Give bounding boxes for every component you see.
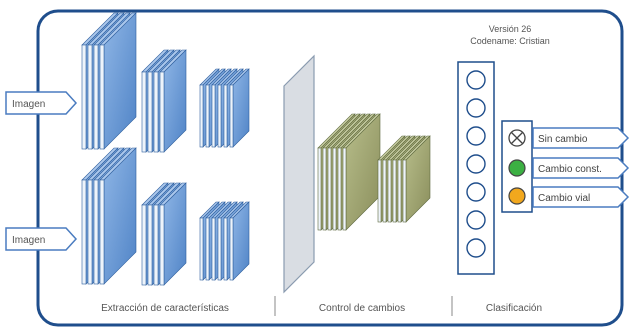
feature-stack-bottom-2-slab-3 <box>159 182 187 286</box>
section-label-extraction: Extracción de características <box>101 303 229 314</box>
change-control-plate <box>283 54 315 294</box>
output-cambio-vial: Cambio vial <box>508 186 630 208</box>
output-label-sin-cambio: Sin cambio <box>538 134 588 145</box>
feature-stack-bottom-1-slab-3 <box>99 147 137 285</box>
output-cambio-const: Cambio const. <box>508 157 630 179</box>
output-sin-cambio: Sin cambio <box>508 127 630 149</box>
change-control-stacks <box>317 113 431 231</box>
feature-stack-top-3-slab-5 <box>229 68 250 148</box>
section-label-classification: Clasificación <box>486 303 542 314</box>
neuron-node <box>466 126 486 146</box>
neuron-node <box>466 70 486 90</box>
neuron-node <box>466 182 486 202</box>
output-label-cambio-const: Cambio const. <box>538 164 602 175</box>
feature-stack-bottom-3-slab-5 <box>229 201 250 281</box>
input-arrow-top: Imagen <box>5 91 78 115</box>
input-label-top: Imagen <box>12 99 45 110</box>
orange-dot-icon <box>508 187 526 205</box>
neuron-node <box>466 154 486 174</box>
feature-stack-top-2-slab-3 <box>159 49 187 153</box>
green-dot-icon <box>508 159 526 177</box>
change-stack-2-slab-5 <box>402 135 431 223</box>
feature-stack-top-1-slab-3 <box>99 12 137 150</box>
version-line-1: Versión 26 <box>489 24 532 34</box>
input-arrow-bottom: Imagen <box>5 227 78 251</box>
input-label-bottom: Imagen <box>12 235 45 246</box>
output-label-cambio-vial: Cambio vial <box>538 193 590 204</box>
neuron-node <box>466 210 486 230</box>
neuron-node <box>466 98 486 118</box>
neurons <box>466 70 486 258</box>
neuron-node <box>466 238 486 258</box>
section-label-change-control: Control de cambios <box>319 303 405 314</box>
change-stack-1-slab-5 <box>342 113 381 231</box>
feature-extraction-stacks <box>81 12 250 286</box>
version-line-2: Codename: Cristian <box>470 36 550 46</box>
